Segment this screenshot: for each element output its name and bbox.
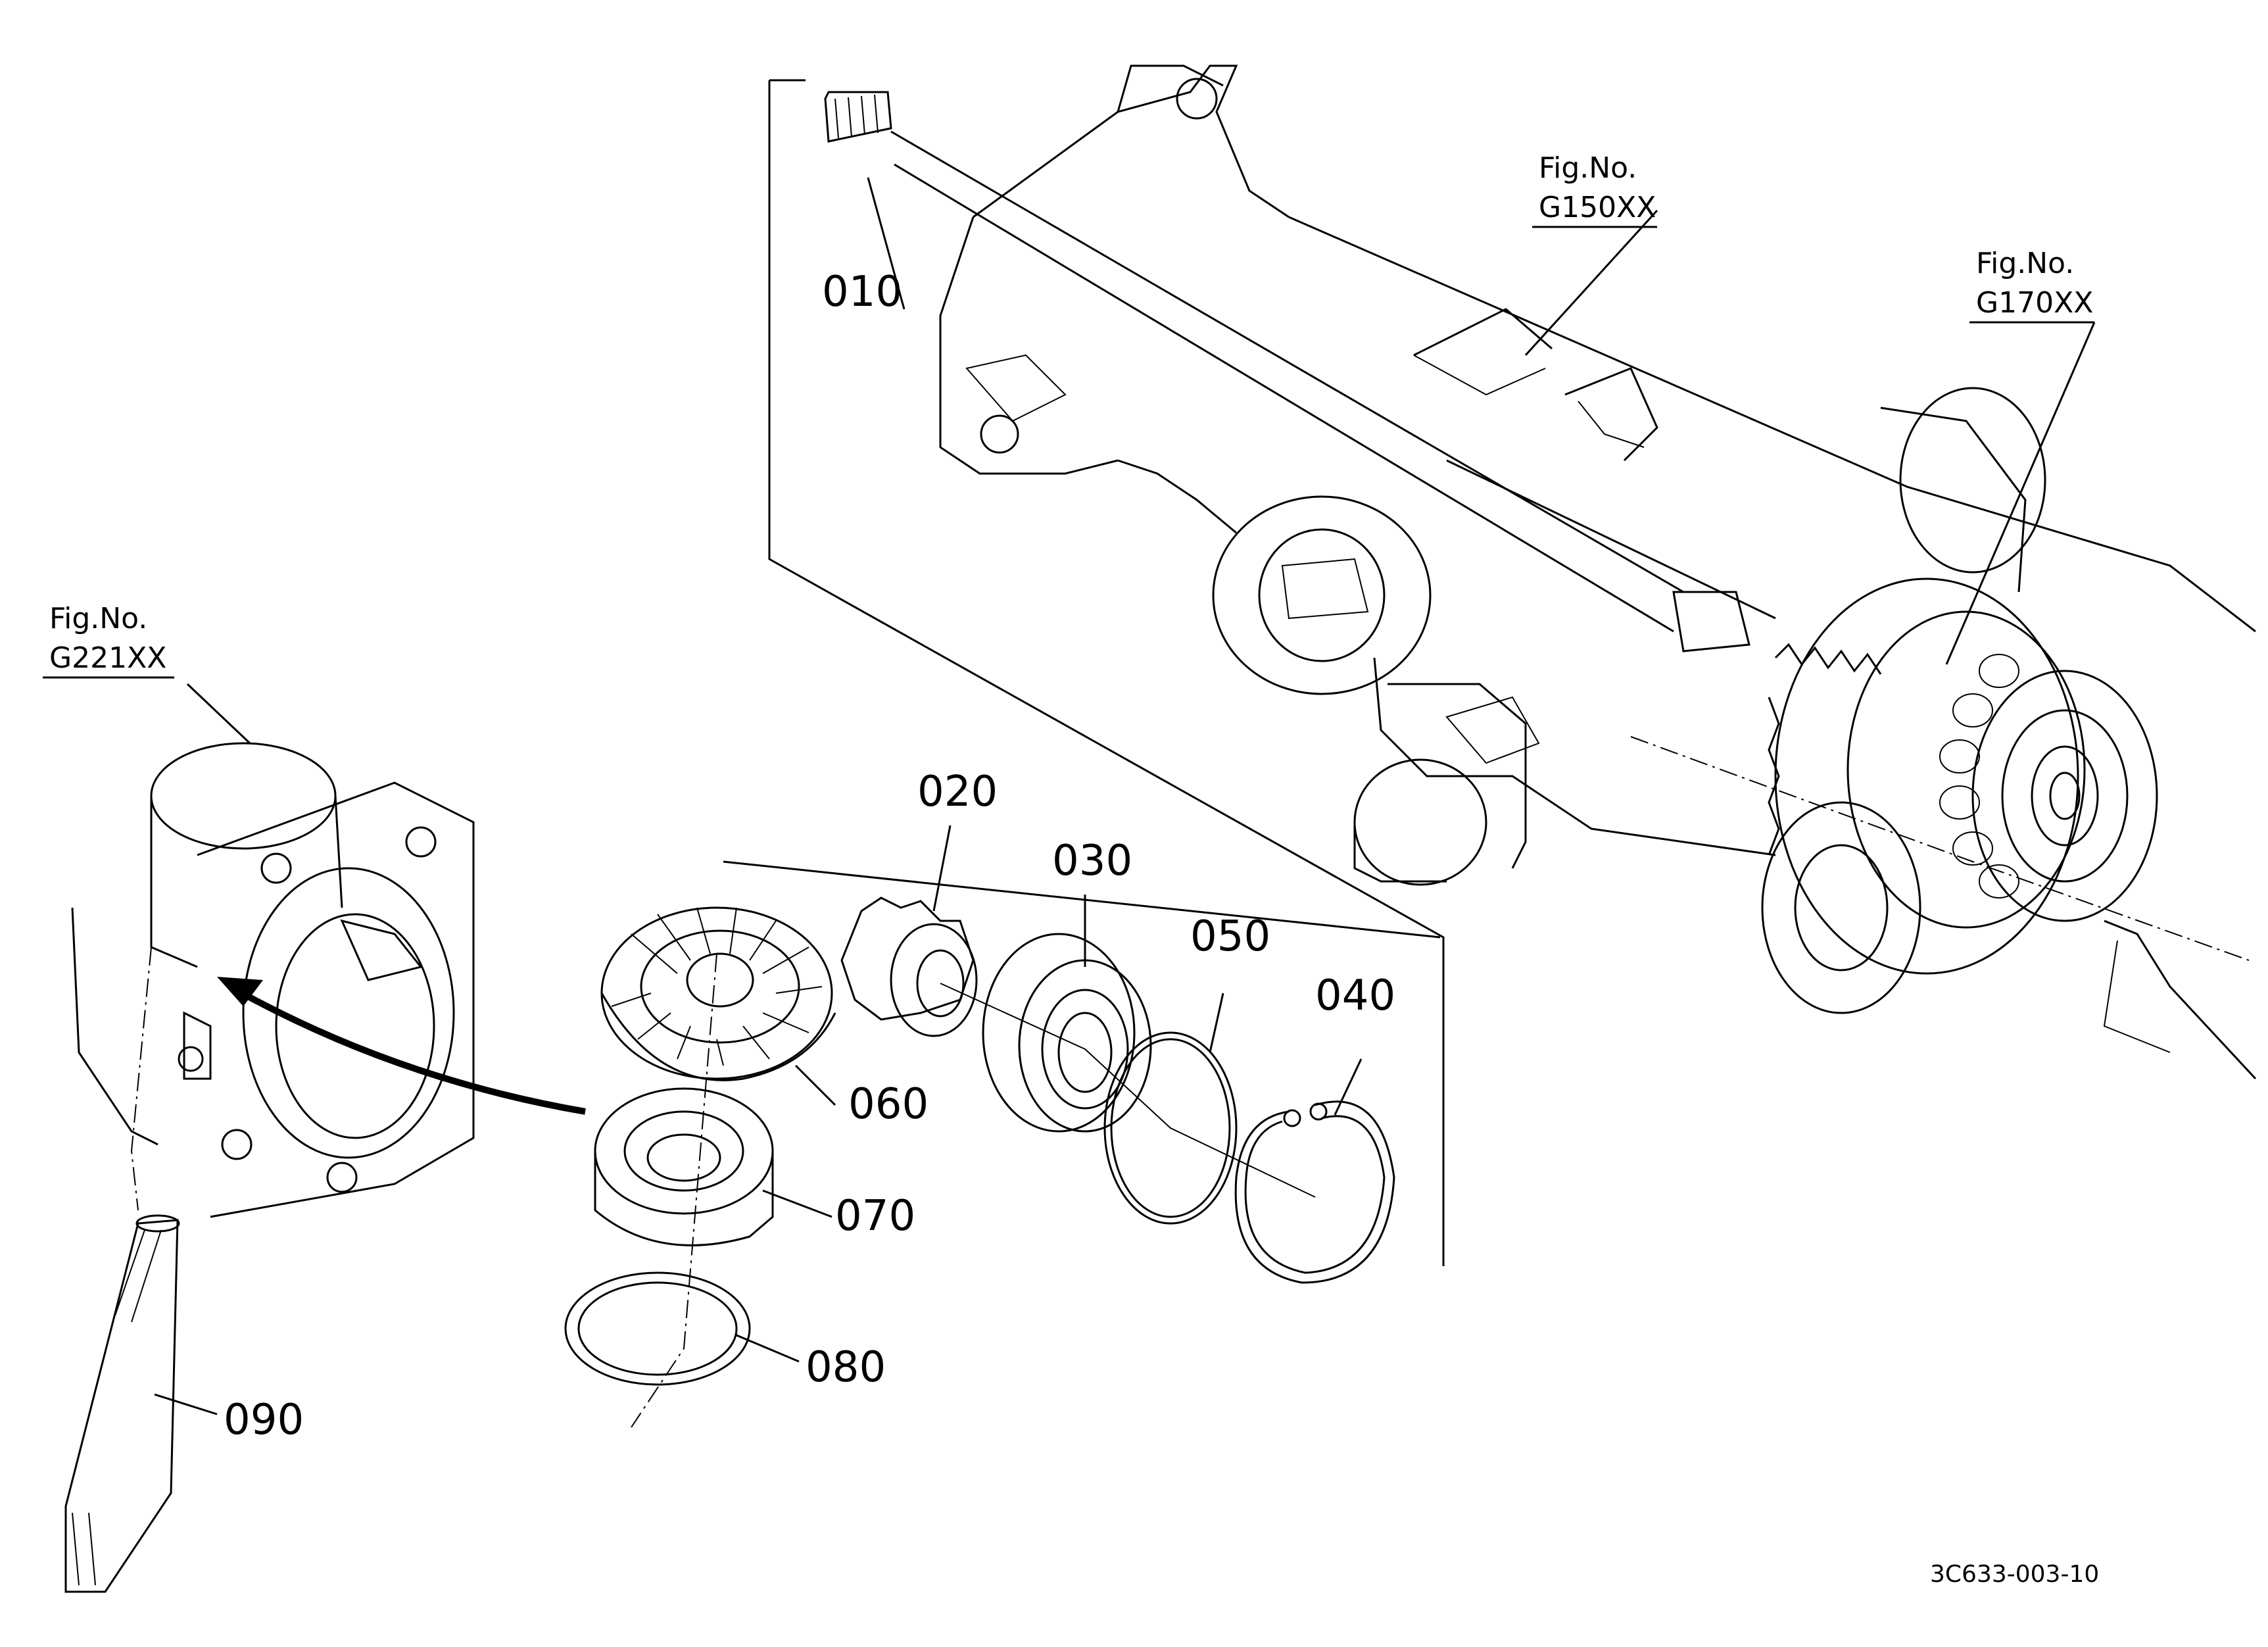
parts-centerline [631,953,717,1428]
callout-030: 030 [1052,837,1132,885]
shaft-010-drawing [824,91,1750,652]
drawing-number: 3C633-003-10 [1930,1561,2099,1588]
callout-050: 050 [1190,912,1270,961]
assembly-arrow-head [217,977,263,1006]
fig-ref-g221-line2: G221XX [49,641,166,675]
o-ring-050-drawing [1103,1031,1238,1225]
parts-axis-line [940,983,1316,1198]
callout-010: 010 [822,268,902,316]
pinion-gear-020-drawing [840,897,978,1037]
assembly-arrow [228,983,586,1115]
callout-080: 080 [806,1343,886,1392]
fig-ref-g170: Fig.No. G170XX [1969,247,2094,324]
fig-ref-g170-line2: G170XX [1976,286,2093,320]
axle-housing-drawing [768,64,2257,1266]
fig-ref-g170-line1: Fig.No. [1976,247,2074,280]
snap-ring-040-drawing [1234,1100,1395,1284]
fig-ref-g150-line2: G150XX [1539,191,1656,224]
fig-ref-g221: Fig.No. G221XX [43,602,174,679]
fig-ref-g221-line1: Fig.No. [49,602,147,635]
bearing-070-drawing [594,1087,774,1246]
fig-ref-g150: Fig.No. G150XX [1532,151,1657,228]
callout-070: 070 [835,1192,915,1241]
callout-020: 020 [917,768,998,816]
bearing-030-drawing [982,933,1152,1133]
leader-lines [154,177,2096,1415]
parts-reference-plane [723,860,1441,939]
shaft-090-drawing [64,1214,180,1593]
callout-040: 040 [1315,971,1395,1020]
washer-080-drawing [564,1271,751,1386]
bevel-gear-060-drawing [600,906,836,1081]
final-case-drawing [71,742,475,1218]
fig-ref-g150-line1: Fig.No. [1539,151,1637,185]
callout-090: 090 [224,1396,304,1444]
callout-060: 060 [848,1080,929,1129]
